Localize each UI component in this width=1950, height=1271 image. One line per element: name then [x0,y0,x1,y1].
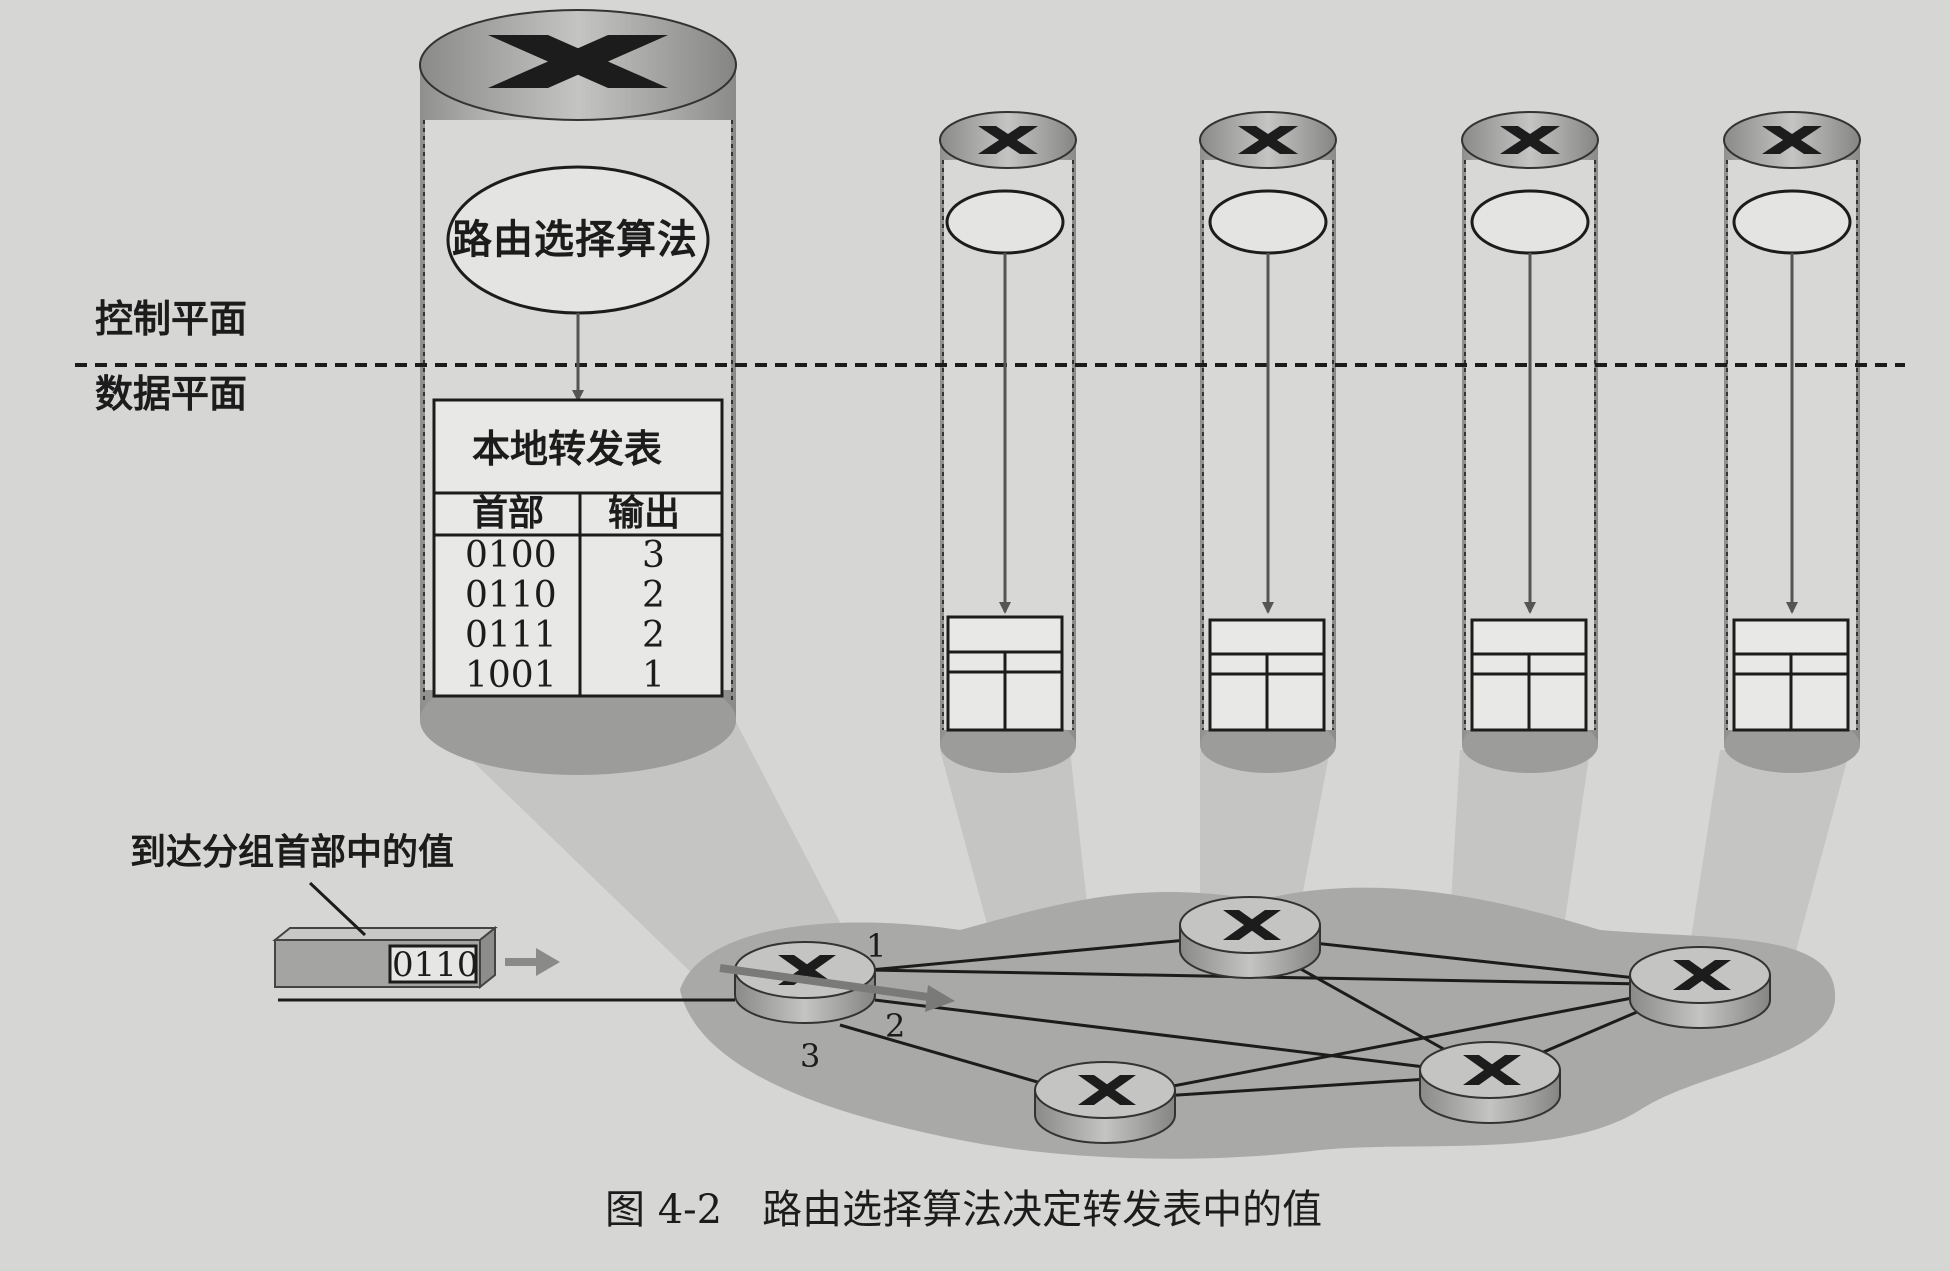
packet-motion-arrow [505,948,560,976]
mini-algorithm-ellipse [1208,189,1328,255]
arriving-packet [272,925,498,990]
network-router [1629,946,1771,1029]
mini-forwarding-table [946,615,1064,732]
table-row-output: 2 [642,615,665,656]
table-row-prefix: 0100 [465,535,557,576]
forwarding-table [432,398,724,698]
table-row-output: 3 [642,535,665,576]
mini-algorithm-ellipse [1732,189,1852,255]
table-row-output: 1 [642,655,665,696]
figure-caption: 图 4-2 路由选择算法决定转发表中的值 [605,1187,1323,1233]
router-x-icon [1500,126,1560,154]
network-router [1179,896,1321,979]
control-plane-label: 控制平面 [95,297,248,341]
column-header-prefix: 首部 [472,493,545,534]
table-row-prefix: 0110 [465,575,557,616]
link-1 [869,933,1241,972]
forwarding-table-title: 本地转发表 [472,427,663,471]
mini-forwarding-table [1470,618,1588,732]
mini-algorithm-ellipse [1470,189,1590,255]
mini-forwarding-table [1208,618,1326,732]
table-row-prefix: 0111 [465,615,557,656]
mini-forwarding-table [1732,618,1850,732]
router-x-icon [1238,126,1298,154]
mini-units [945,189,1852,732]
packet-label: 到达分组首部中的值 [130,832,455,873]
router-x-icon [1762,126,1822,154]
packet-header-value: 0110 [392,945,479,985]
data-plane-label: 数据平面 [95,372,248,416]
main-router-x-icon [488,35,668,88]
network-router [1034,1061,1176,1144]
port-label-3: 3 [800,1037,821,1075]
network-router [1419,1041,1561,1124]
router-x-icon [978,126,1038,154]
table-row-prefix: 1001 [465,655,557,696]
port-label-1: 1 [866,927,887,965]
packet-label-leader [308,881,367,937]
routing-algorithm-label: 路由选择算法 [452,217,698,263]
link-7 [1099,983,1701,1102]
column-header-output: 输出 [608,493,681,534]
port-label-2: 2 [885,1007,906,1045]
link-2 [874,998,1491,1077]
mini-algorithm-ellipse [945,189,1065,255]
forward-arrow [719,964,955,1012]
link-9 [869,968,1701,987]
table-row-output: 2 [642,575,665,616]
